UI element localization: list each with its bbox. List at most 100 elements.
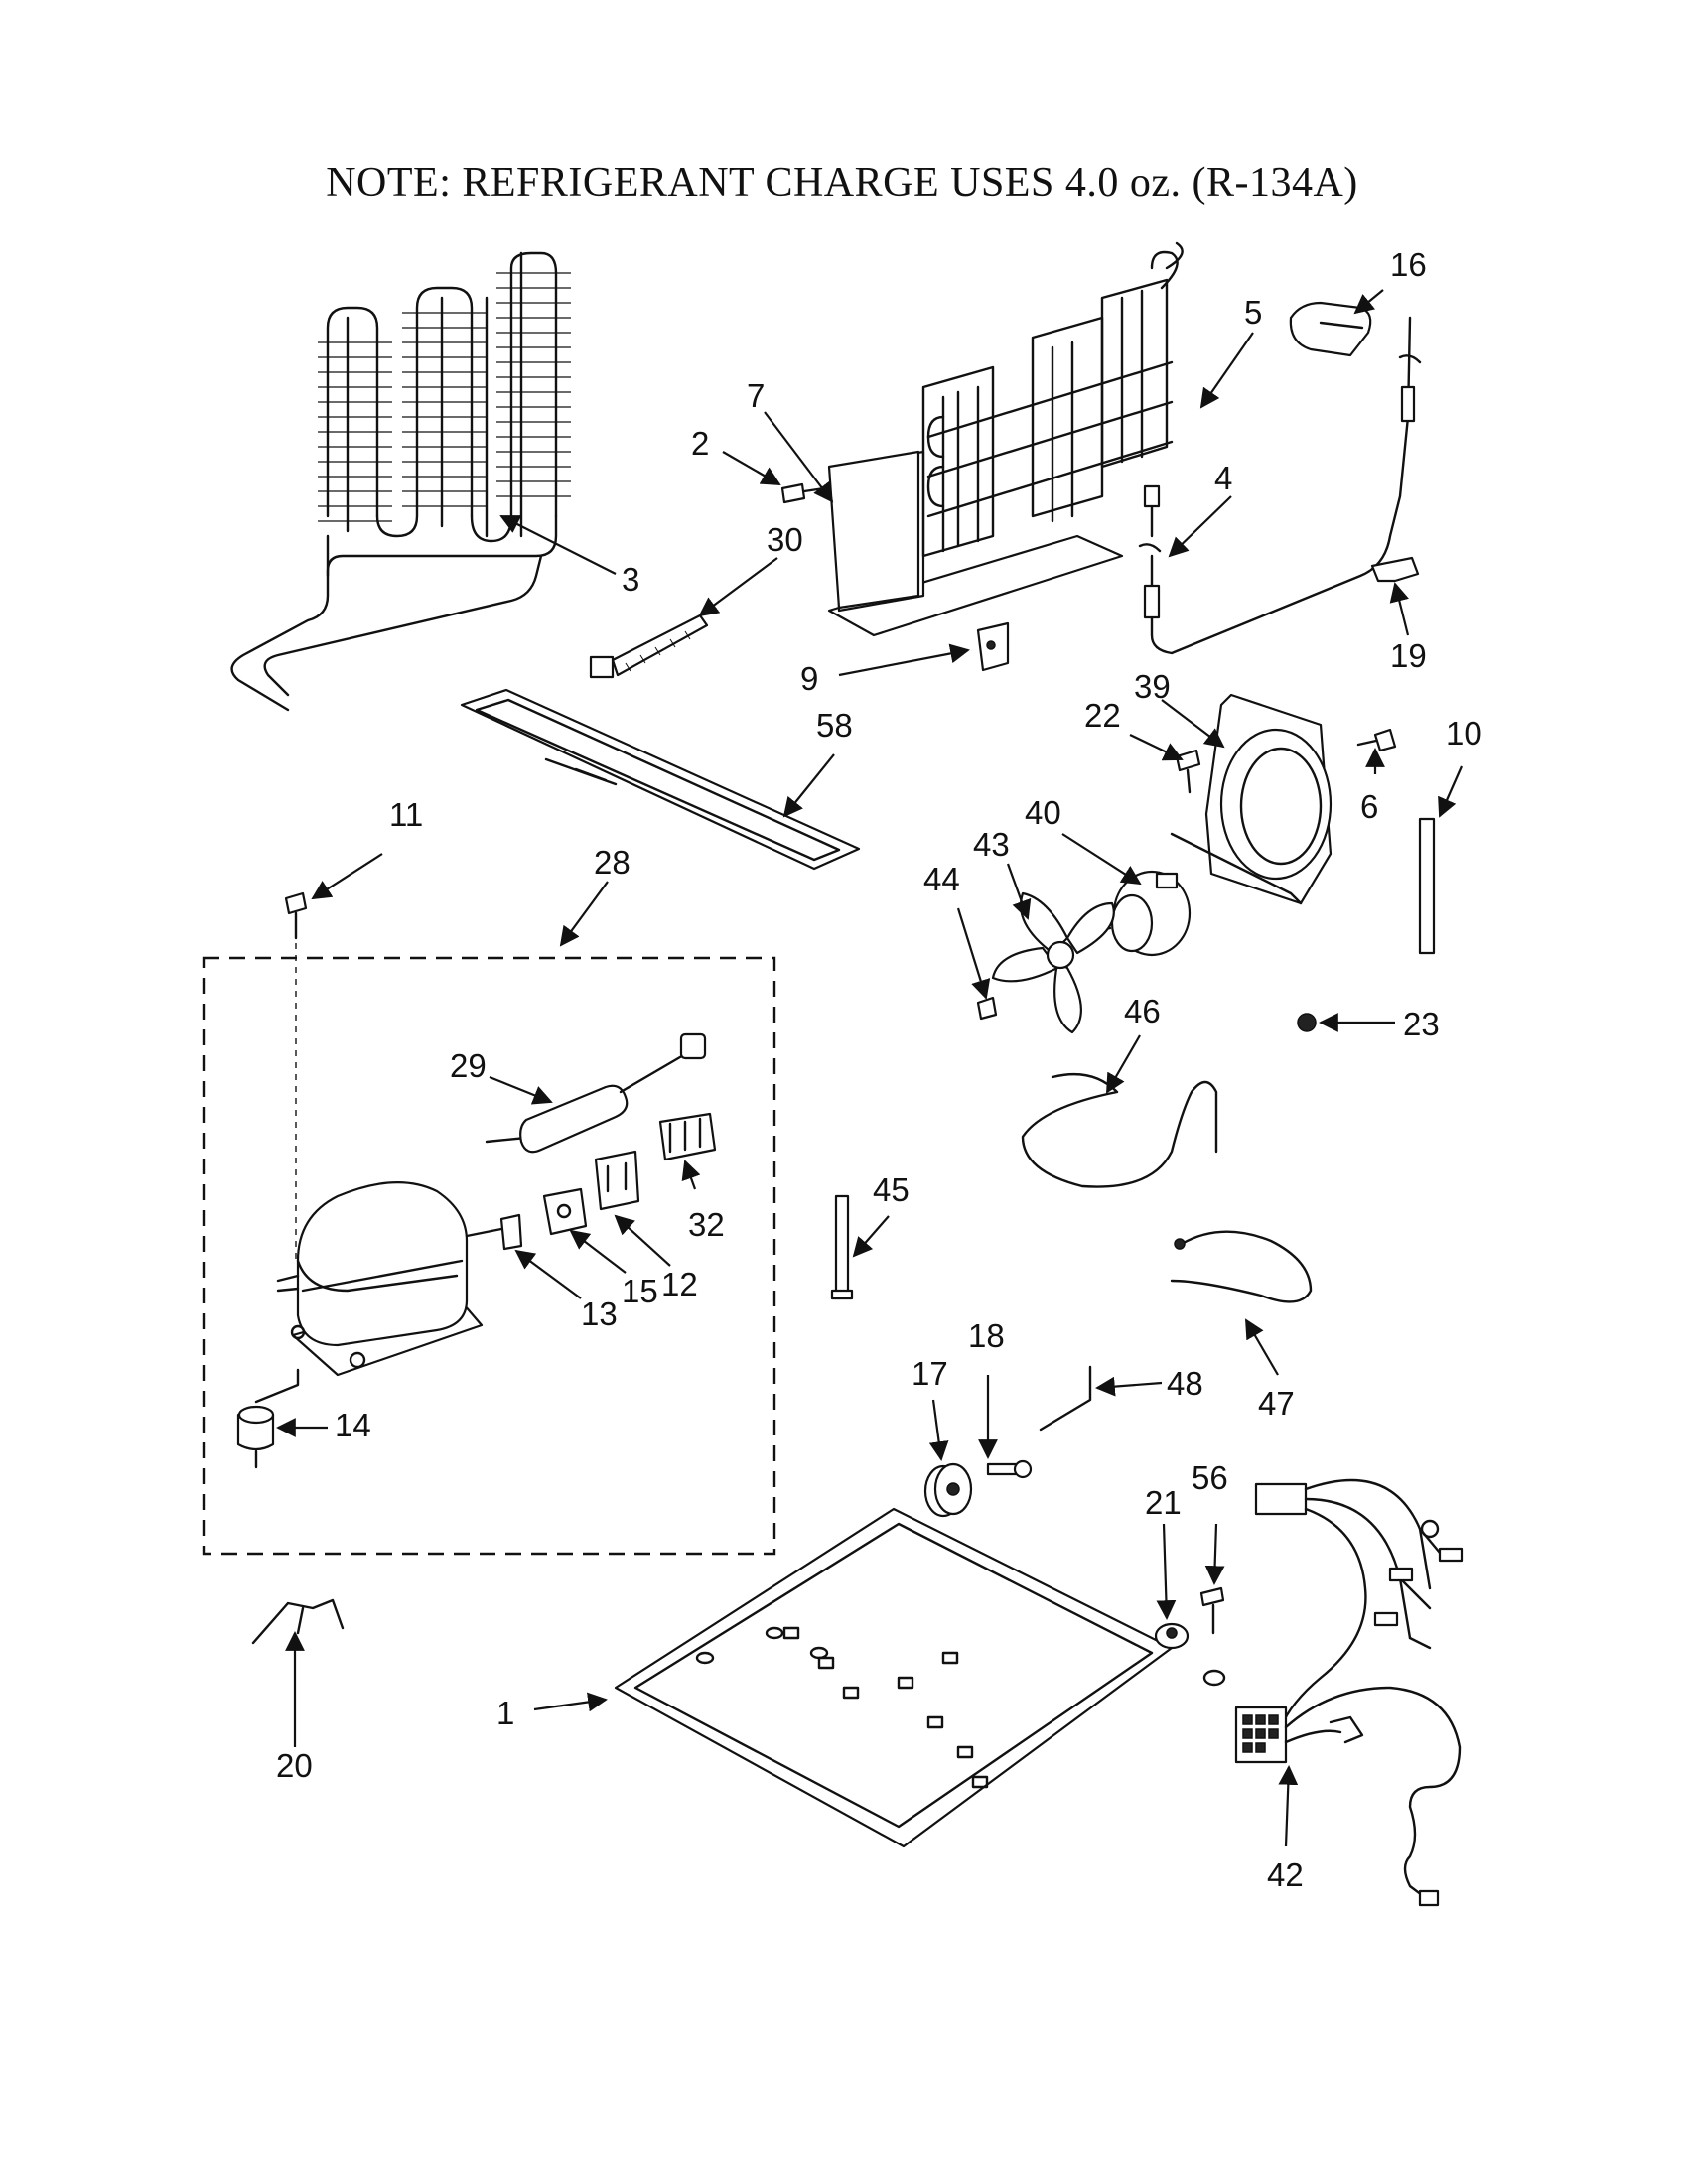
callout-12: 12 <box>661 1266 698 1302</box>
callout-labels: 1 2 3 4 5 6 7 9 10 11 12 13 14 15 16 17 … <box>276 246 1482 1893</box>
callout-30: 30 <box>767 521 803 558</box>
callout-6: 6 <box>1360 788 1378 825</box>
callout-42: 42 <box>1267 1856 1304 1893</box>
leader-lines <box>276 289 1464 1847</box>
leader-15 <box>569 1229 627 1274</box>
screw-6 <box>1356 728 1397 752</box>
callout-20: 20 <box>276 1747 313 1784</box>
leader-40 <box>1061 833 1142 886</box>
tube-48 <box>1039 1365 1092 1432</box>
callout-5: 5 <box>1244 294 1262 331</box>
compressor-grommet <box>236 1368 300 1469</box>
compressor <box>276 1181 493 1377</box>
wire-harness <box>1234 1478 1464 1907</box>
capacitor <box>658 1112 717 1161</box>
callout-18: 18 <box>968 1317 1005 1354</box>
filter-drier <box>485 1032 707 1154</box>
screw-11 <box>284 891 308 940</box>
leader-29 <box>489 1075 553 1105</box>
callout-16: 16 <box>1390 246 1427 283</box>
callout-13: 13 <box>581 1296 618 1332</box>
wire-47 <box>1170 1230 1313 1303</box>
start-relay <box>542 1187 588 1236</box>
callout-11: 11 <box>389 796 423 833</box>
fan-shroud <box>1170 693 1333 905</box>
drain-tube <box>1021 1073 1218 1188</box>
clip-20 <box>251 1598 345 1645</box>
base-frame <box>614 1507 1174 1848</box>
grommet-23 <box>1297 1013 1317 1032</box>
callout-47: 47 <box>1258 1385 1295 1422</box>
gasket-strip <box>1418 817 1436 955</box>
callout-3: 3 <box>622 561 639 598</box>
callout-44: 44 <box>923 861 960 897</box>
callout-46: 46 <box>1124 993 1161 1029</box>
screw-56 <box>1199 1586 1226 1687</box>
leader-1 <box>533 1692 608 1712</box>
callout-9: 9 <box>800 660 818 697</box>
leader-48 <box>1095 1376 1163 1397</box>
leader-5 <box>1199 332 1254 409</box>
screw-22 <box>1175 749 1201 794</box>
callout-19: 19 <box>1390 637 1427 674</box>
condenser-coil <box>230 251 571 712</box>
leader-56 <box>1204 1523 1225 1585</box>
roller-wheel <box>923 1462 973 1518</box>
leader-17 <box>928 1399 949 1461</box>
clip-44 <box>976 996 998 1021</box>
fan-blade <box>991 891 1115 1034</box>
callout-28: 28 <box>594 844 631 881</box>
leader-44 <box>956 907 991 1000</box>
leader-39 <box>1161 699 1225 749</box>
callout-15: 15 <box>622 1273 658 1309</box>
callout-21: 21 <box>1145 1484 1182 1521</box>
screw-2 <box>780 482 826 504</box>
callout-23: 23 <box>1403 1006 1440 1042</box>
leader-19 <box>1389 582 1410 636</box>
leader-21 <box>1156 1523 1177 1620</box>
evaporator-bracket <box>827 450 920 610</box>
callout-45: 45 <box>873 1171 910 1208</box>
rod-45 <box>830 1194 854 1300</box>
leader-30 <box>698 557 778 617</box>
callout-48: 48 <box>1167 1365 1203 1402</box>
clip-9 <box>976 621 1010 672</box>
wheel-pin <box>986 1459 1033 1479</box>
callout-29: 29 <box>450 1047 487 1084</box>
clip-19 <box>1370 556 1420 583</box>
callout-56: 56 <box>1192 1459 1228 1496</box>
leader-3 <box>499 515 617 575</box>
leader-45 <box>852 1215 890 1258</box>
callout-22: 22 <box>1084 697 1121 734</box>
leader-42 <box>1278 1765 1299 1847</box>
callout-7: 7 <box>747 377 765 414</box>
cap-16 <box>1289 301 1372 357</box>
leader-4 <box>1168 495 1232 558</box>
leader-9 <box>838 643 970 677</box>
leader-16 <box>1353 289 1384 315</box>
callout-32: 32 <box>688 1206 725 1243</box>
compressor-kit-boundary <box>202 956 776 1556</box>
cable-tie <box>589 614 709 679</box>
callout-2: 2 <box>691 425 709 462</box>
terminal-connector <box>490 1213 523 1251</box>
leader-10 <box>1438 765 1464 818</box>
leader-28 <box>559 881 609 947</box>
callout-40: 40 <box>1025 794 1061 831</box>
callout-10: 10 <box>1446 715 1482 751</box>
leader-12 <box>614 1214 671 1267</box>
leader-47 <box>1245 1318 1279 1376</box>
leader-7 <box>764 411 834 503</box>
callout-39: 39 <box>1134 668 1171 705</box>
callout-58: 58 <box>816 707 853 744</box>
leader-11 <box>311 853 383 900</box>
leader-22 <box>1129 734 1184 761</box>
callout-1: 1 <box>496 1695 514 1731</box>
leader-58 <box>782 753 835 818</box>
leader-46 <box>1106 1034 1141 1094</box>
thermistor <box>1138 316 1422 655</box>
fan-motor <box>1085 870 1192 957</box>
leader-43 <box>1006 863 1032 920</box>
overload-protector <box>594 1150 640 1211</box>
